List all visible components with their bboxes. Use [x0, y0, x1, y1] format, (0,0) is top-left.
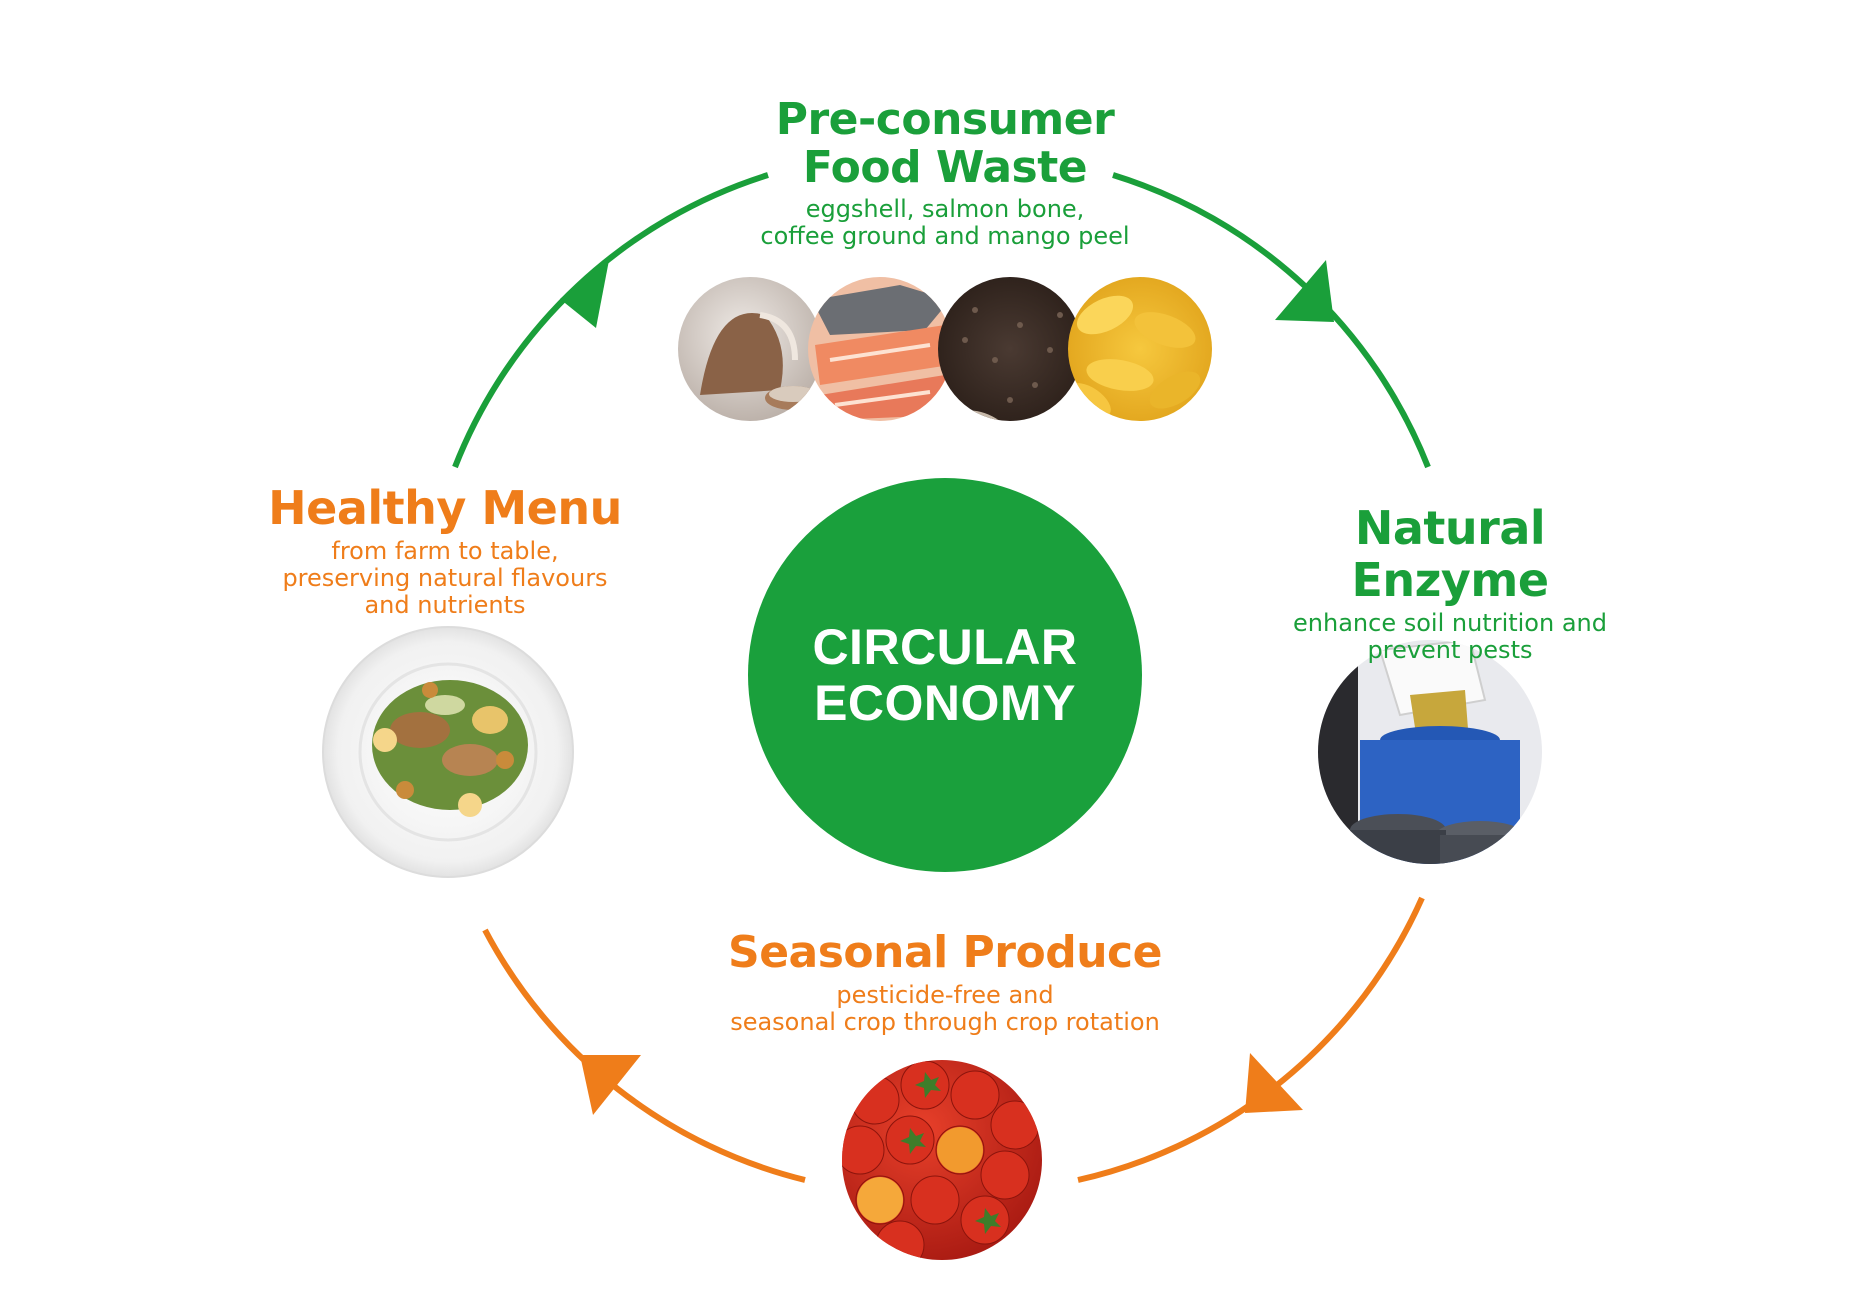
stage-title: Pre-consumer Food Waste	[685, 96, 1205, 192]
arc-bottom-to-left	[482, 928, 806, 1183]
arrowhead-upper-right	[1275, 260, 1334, 322]
stage-description: from farm to table, preserving natural f…	[255, 538, 635, 619]
desc-line: prevent pests	[1367, 636, 1533, 664]
stage-healthy-menu: Healthy Menu from farm to table, preserv…	[255, 482, 635, 619]
title-line: Food Waste	[802, 142, 1088, 193]
center-label: CIRCULAR ECONOMY	[750, 480, 1140, 870]
title-line: Pre-consumer	[775, 94, 1115, 145]
center-circle	[748, 478, 1142, 872]
stage-title: Seasonal Produce	[728, 927, 1162, 978]
coffee-ground-image	[938, 277, 1082, 421]
stage-natural-enzyme: Natural Enzyme enhance soil nutrition an…	[1250, 502, 1650, 664]
arrowhead-lower-left	[580, 1055, 641, 1115]
desc-line: seasonal crop through crop rotation	[730, 1008, 1160, 1036]
desc-line: enhance soil nutrition and	[1293, 609, 1607, 637]
desc-line: preserving natural flavours	[282, 564, 608, 592]
desc-line: eggshell, salmon bone,	[805, 195, 1085, 223]
eggshell-image	[678, 277, 822, 421]
salad-plate-image	[322, 626, 574, 878]
stage-seasonal-produce: Seasonal Produce pesticide-free and seas…	[685, 928, 1205, 1036]
stage-description: eggshell, salmon bone, coffee ground and…	[685, 196, 1205, 250]
arrowhead-upper-left	[560, 255, 610, 328]
stage-title: Natural Enzyme	[1351, 501, 1549, 607]
stage-title: Healthy Menu	[268, 481, 622, 535]
center-label-line: ECONOMY	[814, 675, 1076, 731]
desc-line: from farm to table,	[331, 537, 559, 565]
arc-right-to-bottom	[1077, 896, 1425, 1183]
salmon-bone-image	[808, 277, 952, 421]
tomatoes-image	[842, 1060, 1042, 1260]
stage-description: enhance soil nutrition and prevent pests	[1250, 610, 1650, 664]
desc-line: pesticide-free and	[836, 981, 1054, 1009]
mango-peel-image	[1068, 277, 1212, 421]
desc-line: and nutrients	[364, 591, 526, 619]
enzyme-barrel-image	[1318, 640, 1542, 864]
arrowhead-lower-right	[1245, 1053, 1303, 1113]
desc-line: coffee ground and mango peel	[760, 222, 1130, 250]
arc-top-to-right	[1112, 172, 1431, 469]
stage-pre-consumer-food-waste: Pre-consumer Food Waste eggshell, salmon…	[685, 96, 1205, 250]
center-label-line: CIRCULAR	[812, 619, 1078, 675]
stage-description: pesticide-free and seasonal crop through…	[685, 982, 1205, 1036]
